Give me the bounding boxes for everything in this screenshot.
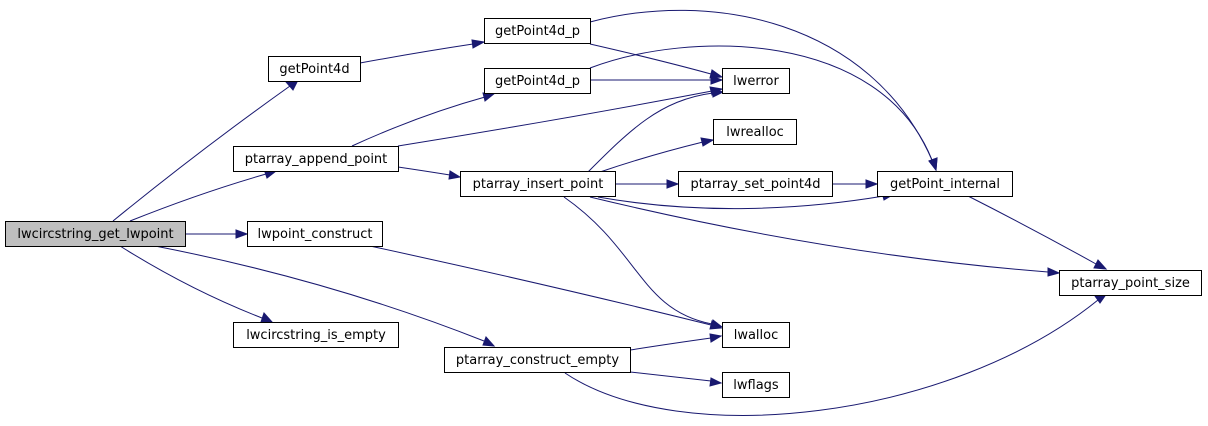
edge-ptarray-insert-point-to-ptarray-set-point4d <box>615 179 680 189</box>
edge-root-to-lwcircstring-is-empty <box>119 245 274 323</box>
node-lwpoint-construct[interactable]: lwpoint_construct <box>247 221 383 247</box>
node-lwcircstring-get-lwpoint: lwcircstring_get_lwpoint <box>5 221 186 247</box>
node-ptarray-point-size[interactable]: ptarray_point_size <box>1059 270 1202 296</box>
node-lwflags[interactable]: lwflags <box>722 372 790 398</box>
edge-ptarray-set-point4d-to-getPoint-internal <box>832 179 879 189</box>
edge-ptarray-insert-point-to-lwrealloc <box>599 137 715 173</box>
edge-ptarray-construct-empty-to-ptarray-point-size <box>564 292 1109 416</box>
edge-getPoint4d-p-mid-to-getPoint-internal <box>589 45 938 172</box>
edge-root-to-lwpoint-construct <box>186 229 249 239</box>
node-ptarray-set-point4d[interactable]: ptarray_set_point4d <box>678 171 833 197</box>
node-getPoint4d-p-top[interactable]: getPoint4d_p <box>484 18 591 44</box>
edge-root-to-ptarray-construct-empty <box>154 245 496 347</box>
edge-getPoint-internal-to-ptarray-point-size <box>967 195 1108 270</box>
edge-ptarray-append-point-to-getPoint4d-p <box>351 92 497 147</box>
node-lwrealloc[interactable]: lwrealloc <box>713 119 797 145</box>
node-getPoint4d-p-mid[interactable]: getPoint4d_p <box>484 68 591 94</box>
node-ptarray-construct-empty[interactable]: ptarray_construct_empty <box>444 347 631 373</box>
edge-lwpoint-construct-to-lwalloc <box>369 245 723 330</box>
edge-ptarray-construct-empty-to-lwalloc <box>629 333 723 351</box>
edge-ptarray-append-point-to-lwerror <box>397 86 724 147</box>
node-getPoint-internal[interactable]: getPoint_internal <box>877 171 1013 197</box>
node-getPoint4d[interactable]: getPoint4d <box>268 56 361 82</box>
node-ptarray-append-point[interactable]: ptarray_append_point <box>233 146 399 172</box>
edge-getPoint4d-to-getPoint4d-p <box>359 39 486 64</box>
edge-ptarray-construct-empty-to-lwflags <box>629 371 723 387</box>
edge-ptarray-insert-point-to-lwerror <box>587 88 725 173</box>
edge-ptarray-append-point-to-ptarray-insert-point <box>397 166 462 180</box>
edge-getPoint4d-p-mid-to-lwerror <box>590 75 724 85</box>
node-ptarray-insert-point[interactable]: ptarray_insert_point <box>460 171 616 197</box>
node-lwalloc[interactable]: lwalloc <box>722 322 790 348</box>
edge-ptarray-insert-point-to-ptarray-point-size <box>589 196 1061 277</box>
edge-root-to-ptarray-append-point <box>129 168 278 222</box>
node-lwerror[interactable]: lwerror <box>722 68 790 94</box>
node-lwcircstring-is-empty[interactable]: lwcircstring_is_empty <box>233 322 399 348</box>
